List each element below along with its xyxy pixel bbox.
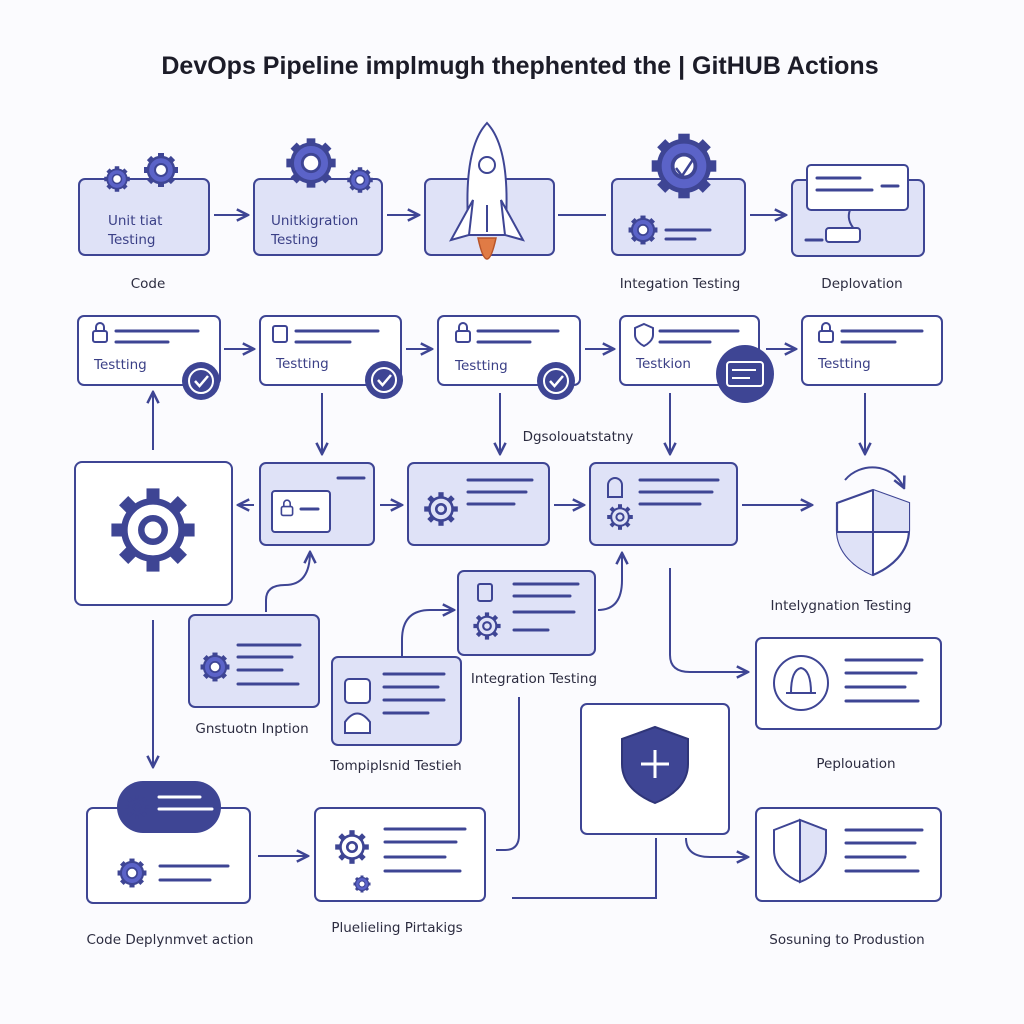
check-badge-icon: [535, 360, 577, 402]
unit-testing-card: Unit tiat Testing: [78, 178, 210, 256]
testing-card-1: Testting: [77, 315, 222, 402]
code-deploy-card: [86, 781, 251, 904]
bell-icon: [607, 477, 623, 498]
label-integration-testing-1: Integation Testing: [620, 276, 741, 292]
testing-card-5: Testting: [801, 315, 943, 386]
label-integration-testing-3: Integration Testing: [471, 671, 597, 687]
gear-icon: [286, 138, 335, 187]
pipeline-card: [314, 807, 486, 902]
gear-icon: [118, 859, 147, 888]
testing-card-5-label: Testting: [817, 356, 871, 372]
testing-card-2: Testting: [259, 315, 405, 401]
check-badge-icon: [363, 359, 405, 401]
page-title: DevOps Pipeline implmugh thephented the …: [161, 52, 878, 80]
label-diagnostics: Dgsolouatstatny: [523, 429, 634, 445]
integration-check-card: [611, 134, 746, 256]
check-badge-icon: [180, 360, 222, 402]
testing-card-3: Testting: [437, 315, 581, 402]
checked-gear-icon: [652, 134, 717, 199]
gear-icon: [347, 167, 373, 193]
gear-list-card-4: [188, 614, 320, 708]
label-deployment-2: Peplouation: [816, 756, 895, 772]
panel-badge-icon: [716, 345, 774, 403]
gear-list-card-2: [589, 462, 738, 546]
user-profile-card: [331, 656, 462, 746]
integration-testing-card: Unitkigration Testing: [253, 178, 383, 256]
testing-card-4: Testkion: [619, 315, 774, 403]
shield-plus-card: [580, 703, 730, 835]
testing-card-3-label: Testting: [454, 358, 508, 374]
testing-card-2-label: Testting: [275, 356, 329, 372]
bell-list-card: [755, 637, 942, 730]
gear-icon: [201, 653, 230, 682]
gear-list-card-1: [407, 462, 550, 546]
label-code-deployment: Code Deplynmvet action: [86, 932, 253, 948]
gear-icon: [352, 874, 372, 894]
window-card: [259, 462, 375, 546]
gear-list-card-3: [457, 570, 596, 656]
big-gear-card: [74, 461, 233, 606]
gear-icon: [629, 216, 658, 245]
shield-list-card: [755, 807, 942, 902]
label-code: Code: [131, 276, 166, 292]
integration-testing-line2: Testing: [270, 232, 318, 248]
deployment-card: [791, 164, 925, 257]
label-susprod: Sosuning to Produstion: [769, 932, 924, 948]
label-gcons: Gnstuotn Inption: [195, 721, 308, 737]
toggle-pill: [117, 781, 221, 833]
avatar: [344, 678, 371, 704]
bell-icon: [789, 666, 813, 694]
rocket-flame-icon: [477, 237, 497, 260]
rocket-card: [424, 121, 555, 260]
label-deployment-1: Deplovation: [821, 276, 902, 292]
testing-card-1-label: Testting: [93, 357, 147, 373]
label-pipeline: Pluelieling Pirtakigs: [331, 920, 462, 936]
integration-testing-line1: Unitkigration: [271, 213, 358, 229]
label-template: Tompiplsnid Testieh: [329, 758, 461, 774]
unit-testing-line2: Testing: [107, 232, 155, 248]
label-integration-testing-2: Intelygnation Testing: [771, 598, 912, 614]
testing-card-4-label: Testkion: [635, 356, 691, 372]
gear-icon: [104, 166, 130, 192]
security-shield: [835, 466, 911, 577]
gear-icon: [144, 153, 178, 187]
unit-testing-line1: Unit tiat: [108, 213, 162, 229]
